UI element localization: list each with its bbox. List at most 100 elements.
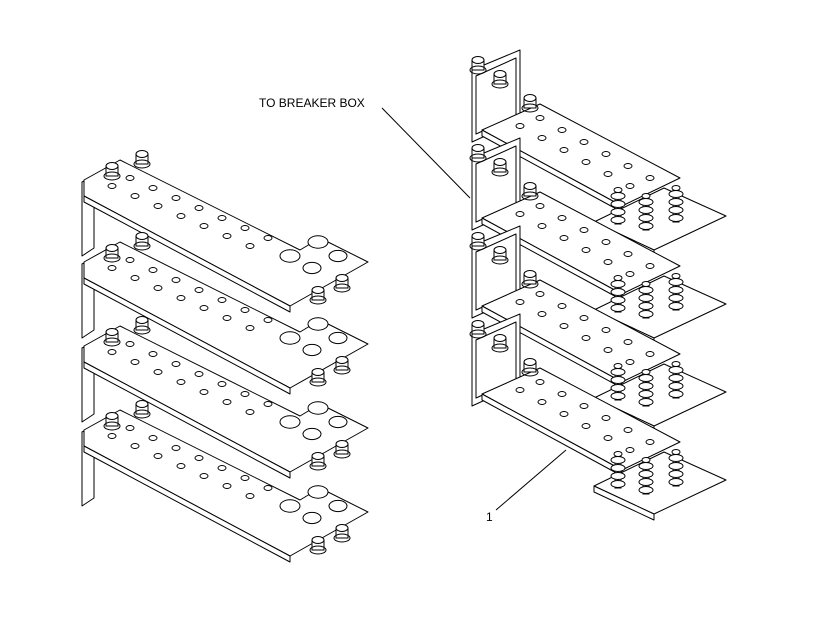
flange-bolt bbox=[103, 162, 121, 181]
bolt-washer bbox=[309, 377, 327, 387]
bus-bar-edge bbox=[83, 445, 291, 563]
stud-nut bbox=[668, 470, 684, 478]
long-bar-hole bbox=[625, 447, 635, 453]
bolt-top bbox=[311, 368, 325, 376]
bus-bar-hole bbox=[217, 215, 227, 221]
bolt-top bbox=[523, 270, 537, 278]
bus-bar-large-hole bbox=[328, 249, 348, 263]
long-bar-hole bbox=[625, 271, 635, 277]
flange-bolt bbox=[133, 150, 151, 169]
long-bar-hole bbox=[515, 387, 525, 393]
bolt-washer bbox=[309, 295, 327, 305]
bus-bar-hole bbox=[217, 465, 227, 471]
bus-bar-large-hole bbox=[279, 331, 301, 345]
bus-bar-hole bbox=[171, 277, 181, 283]
bus-bar-large-hole bbox=[328, 499, 348, 513]
stud-nut bbox=[610, 192, 626, 200]
bus-bar-hole bbox=[107, 433, 117, 439]
bolt-top bbox=[523, 358, 537, 366]
bus-bar-large-hole bbox=[328, 415, 348, 429]
terminal-stud-stack bbox=[668, 361, 684, 399]
stud-nut bbox=[668, 206, 684, 214]
long-bar-hole bbox=[537, 135, 547, 141]
bolt-top bbox=[523, 182, 537, 190]
bus-bar-hole bbox=[153, 285, 163, 291]
stud-nut bbox=[668, 454, 684, 462]
bus-bar-large-hole bbox=[307, 485, 329, 499]
terminal-bolt bbox=[309, 368, 327, 387]
stud-tip bbox=[613, 451, 623, 457]
stud-nut bbox=[638, 382, 654, 390]
bolt-washer bbox=[103, 253, 121, 263]
long-bar-hole bbox=[515, 123, 525, 129]
bolt-washer bbox=[133, 409, 151, 419]
bus-bar-hole bbox=[222, 315, 232, 321]
bolt-top bbox=[311, 286, 325, 294]
stud-tip bbox=[613, 275, 623, 281]
stud-nut bbox=[638, 286, 654, 294]
bolt-washer bbox=[333, 365, 351, 375]
long-bar-hole bbox=[603, 259, 613, 265]
long-bar-hole bbox=[623, 339, 633, 345]
terminal-stud-stack bbox=[638, 457, 654, 495]
flange-bolt bbox=[103, 412, 121, 431]
stud-nut bbox=[610, 288, 626, 296]
bus-bar-large-hole bbox=[302, 427, 322, 441]
stud-tip bbox=[641, 193, 651, 199]
bus-bar-edge bbox=[83, 277, 291, 395]
long-bar-hole bbox=[535, 115, 545, 121]
terminal-stud-stack bbox=[610, 187, 626, 225]
bus-bar-large-hole bbox=[302, 511, 322, 525]
long-bar-hole bbox=[623, 163, 633, 169]
stud-tip bbox=[671, 273, 681, 279]
flange-bolt bbox=[133, 232, 151, 251]
bolt-top bbox=[335, 440, 349, 448]
bolt-washer bbox=[469, 65, 487, 75]
bolt-top bbox=[135, 232, 149, 240]
bus-bar-hole bbox=[130, 275, 140, 281]
bus-bar-hole bbox=[217, 381, 227, 387]
long-bar-hole bbox=[579, 227, 589, 233]
stud-nut bbox=[638, 222, 654, 230]
bracket-bolt bbox=[521, 182, 539, 201]
bus-bar-hole bbox=[148, 267, 158, 273]
bus-bar-large-hole bbox=[279, 415, 301, 429]
long-bar-hole bbox=[557, 303, 567, 309]
bracket-bolt bbox=[521, 270, 539, 289]
breaker-box-callout-label: TO BREAKER BOX bbox=[259, 96, 365, 110]
stud-nut bbox=[610, 376, 626, 384]
bus-bar-large-hole bbox=[279, 499, 301, 513]
long-bar-hole bbox=[537, 311, 547, 317]
long-bar-hole bbox=[601, 415, 611, 421]
right-busbar-stack bbox=[469, 49, 727, 521]
flange-bolt bbox=[103, 328, 121, 347]
bus-bar-hole bbox=[171, 361, 181, 367]
left-bus-bar bbox=[81, 232, 369, 395]
bus-bar-hole bbox=[107, 183, 117, 189]
bolt-washer bbox=[309, 545, 327, 555]
flange-bolt bbox=[103, 244, 121, 263]
terminal-pad-edge bbox=[593, 485, 655, 521]
stud-nut bbox=[610, 456, 626, 464]
long-bar-hole bbox=[625, 359, 635, 365]
terminal-stud-stack bbox=[610, 363, 626, 401]
bus-bar-hole bbox=[125, 257, 135, 263]
terminal-stud-stack bbox=[638, 281, 654, 319]
bolt-top bbox=[493, 70, 507, 78]
left-bus-bar bbox=[81, 150, 369, 313]
stud-nut bbox=[638, 374, 654, 382]
bus-bar-hole bbox=[263, 235, 273, 241]
bolt-washer bbox=[491, 343, 509, 353]
long-bar-hole bbox=[559, 323, 569, 329]
bolt-washer bbox=[491, 255, 509, 265]
long-bar-hole bbox=[581, 423, 591, 429]
bus-bar-hole bbox=[194, 205, 204, 211]
bus-bar-hole bbox=[176, 463, 186, 469]
bus-bar-hole bbox=[240, 307, 250, 313]
bolt-washer bbox=[521, 191, 539, 201]
bus-bar-edge bbox=[83, 195, 291, 313]
terminal-bolt bbox=[309, 452, 327, 471]
long-bar-hole bbox=[535, 379, 545, 385]
bolt-washer bbox=[521, 279, 539, 289]
bracket-bolt bbox=[491, 70, 509, 89]
